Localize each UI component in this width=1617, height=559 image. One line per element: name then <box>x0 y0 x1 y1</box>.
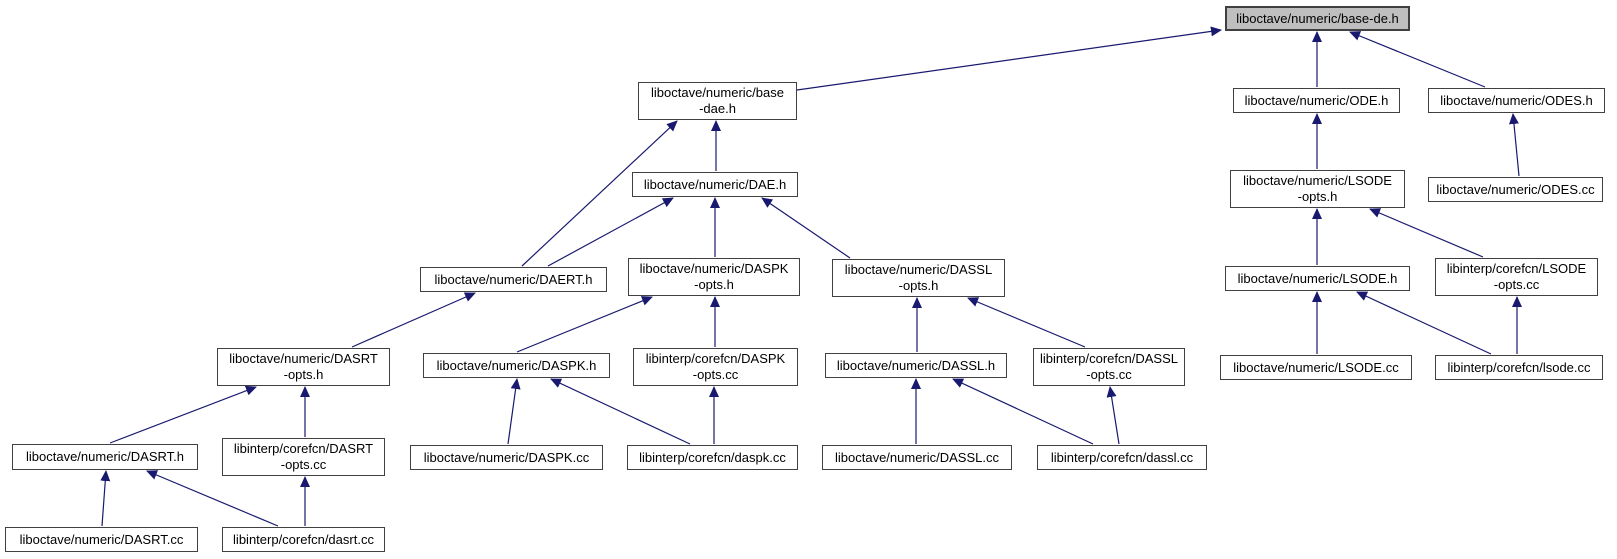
edge-daspk_cc-to-daspk_h <box>507 378 521 445</box>
node-dassl_opts_h[interactable]: liboctave/numeric/DASSL -opts.h <box>832 259 1005 297</box>
edge-dassl_opts_cc-to-dassl_opts_h <box>967 297 1086 348</box>
edge-daspk_h-to-daspk_opts_h <box>516 296 653 353</box>
edge-lsode_opts_cc-to-lsode_opts_h <box>1369 208 1484 258</box>
node-dasrt_opts_h[interactable]: liboctave/numeric/DASRT -opts.h <box>217 348 390 386</box>
node-dasrt_opts_cc[interactable]: libinterp/corefcn/DASRT -opts.cc <box>222 438 385 476</box>
edge-dasrt_h-to-dasrt_opts_h <box>109 385 257 444</box>
node-ode_h[interactable]: liboctave/numeric/ODE.h <box>1233 88 1400 113</box>
edge-lsode_corefcn_cc-to-lsode_h <box>1356 291 1492 355</box>
edge-dassl_corefcn_cc-to-dassl_h <box>952 378 1094 445</box>
node-base_de[interactable]: liboctave/numeric/base-de.h <box>1225 6 1410 31</box>
edge-dasrt_corefcn_cc-to-dasrt_h <box>146 470 279 527</box>
node-daspk_opts_h[interactable]: liboctave/numeric/DASPK -opts.h <box>628 258 800 296</box>
node-lsode_cc[interactable]: liboctave/numeric/LSODE.cc <box>1220 355 1412 380</box>
edge-dassl_opts_h-to-dae_h <box>761 197 851 259</box>
node-base_dae[interactable]: liboctave/numeric/base -dae.h <box>638 82 797 120</box>
node-dae_h[interactable]: liboctave/numeric/DAE.h <box>632 172 798 197</box>
node-odes_cc[interactable]: liboctave/numeric/ODES.cc <box>1428 177 1603 202</box>
edge-odes_h-to-base_de <box>1349 31 1486 88</box>
edge-daspk_corefcn_cc-to-daspk_h <box>550 378 691 445</box>
node-daspk_cc[interactable]: liboctave/numeric/DASPK.cc <box>410 445 603 470</box>
node-dasrt_h[interactable]: liboctave/numeric/DASRT.h <box>12 444 198 470</box>
node-odes_h[interactable]: liboctave/numeric/ODES.h <box>1428 88 1605 113</box>
node-lsode_corefcn_cc[interactable]: libinterp/corefcn/lsode.cc <box>1435 355 1603 380</box>
node-lsode_opts_cc[interactable]: libinterp/corefcn/LSODE -opts.cc <box>1435 258 1598 296</box>
node-dassl_opts_cc[interactable]: libinterp/corefcn/DASSL -opts.cc <box>1033 348 1185 386</box>
edge-base_dae-to-base_de <box>796 26 1222 91</box>
node-daert_h[interactable]: liboctave/numeric/DAERT.h <box>420 267 607 292</box>
node-dassl_cc[interactable]: liboctave/numeric/DASSL.cc <box>822 445 1012 470</box>
edge-daert_h-to-base_dae <box>521 120 678 267</box>
edge-odes_cc-to-odes_h <box>1508 113 1520 177</box>
node-daspk_corefcn_cc[interactable]: libinterp/corefcn/daspk.cc <box>627 445 798 470</box>
edge-dasrt_cc-to-dasrt_h <box>100 470 111 527</box>
node-lsode_h[interactable]: liboctave/numeric/LSODE.h <box>1225 266 1410 291</box>
node-dassl_h[interactable]: liboctave/numeric/DASSL.h <box>825 353 1007 378</box>
node-dasrt_cc[interactable]: liboctave/numeric/DASRT.cc <box>5 527 198 552</box>
node-daspk_h[interactable]: liboctave/numeric/DASPK.h <box>423 353 610 378</box>
edge-daert_h-to-dae_h <box>547 197 674 267</box>
node-daspk_opts_cc[interactable]: libinterp/corefcn/DASPK -opts.cc <box>633 348 798 386</box>
node-dasrt_corefcn_cc[interactable]: libinterp/corefcn/dasrt.cc <box>222 527 385 552</box>
node-dassl_corefcn_cc[interactable]: libinterp/corefcn/dassl.cc <box>1037 445 1207 470</box>
edge-dasrt_opts_h-to-daert_h <box>351 292 476 348</box>
node-lsode_opts_h[interactable]: liboctave/numeric/LSODE -opts.h <box>1230 170 1405 208</box>
edge-dassl_corefcn_cc-to-dassl_opts_cc <box>1106 386 1120 445</box>
